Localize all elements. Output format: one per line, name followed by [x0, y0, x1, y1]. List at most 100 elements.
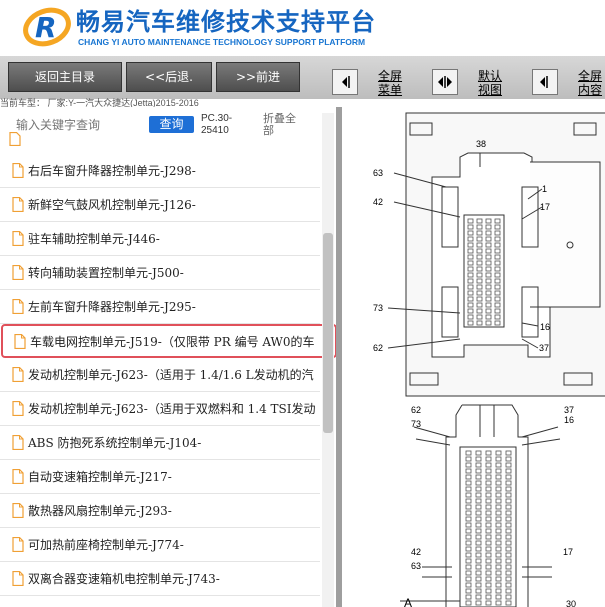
connector-pin	[505, 456, 512, 462]
connector-pin	[494, 266, 501, 272]
connector-pin	[476, 224, 483, 230]
list-item[interactable]: 发动机控制单元-J623-（适用于 1.4/1.6 L发动机的汽	[0, 358, 320, 392]
back-button[interactable]: <<后退.	[126, 62, 212, 92]
connector-pin	[485, 552, 492, 558]
connector-pin	[465, 450, 472, 456]
connector-pin	[494, 320, 501, 326]
connector-pin	[465, 468, 472, 474]
file-icon	[11, 468, 25, 488]
connector-pin	[475, 510, 482, 516]
connector-pin	[476, 260, 483, 266]
connector-pin	[505, 462, 512, 468]
scrollbar[interactable]	[322, 113, 334, 607]
label-42-lower: 42	[411, 547, 421, 557]
connector-pin	[485, 570, 492, 576]
list-item[interactable]: 发动机控制单元-J623-（适用于双燃料和 1.4 TSI发动	[0, 392, 320, 426]
connector-pin	[495, 564, 502, 570]
list-item[interactable]: 转向辅助装置控制单元-J500-	[0, 256, 320, 290]
list-item[interactable]: 可加热前座椅控制单元-J774-	[0, 528, 320, 562]
connector-pin	[485, 308, 492, 314]
list-item[interactable]: ABS 防抱死系统控制单元-J104-	[0, 426, 320, 460]
connector-pin	[465, 528, 472, 534]
connector-pin	[485, 450, 492, 456]
connector-pin	[467, 314, 474, 320]
connector-pin	[485, 492, 492, 498]
connector-pin	[494, 302, 501, 308]
connector-pin	[485, 278, 492, 284]
connector-pin	[495, 534, 502, 540]
connector-pin	[505, 540, 512, 546]
connector-pin	[485, 528, 492, 534]
connector-pin	[485, 522, 492, 528]
connector-pin	[485, 504, 492, 510]
connector-pin	[467, 218, 474, 224]
list-item-label: 右后车窗升降器控制单元-J298-	[28, 164, 196, 178]
connector-pin	[485, 546, 492, 552]
connector-pin	[505, 534, 512, 540]
label-17-lower: 17	[563, 547, 573, 557]
connector-pin	[485, 480, 492, 486]
connector-pin	[485, 290, 492, 296]
connector-pin	[485, 254, 492, 260]
connector-pin	[465, 534, 472, 540]
fullscreen-content-icon[interactable]	[532, 69, 558, 95]
fullscreen-menu-link[interactable]: 全屏 菜单	[378, 69, 403, 97]
list-item-label: 散热器风扇控制单元-J293-	[28, 504, 172, 518]
connector-pin	[475, 486, 482, 492]
label-37-lower: 37	[564, 405, 574, 415]
label-38: 38	[476, 139, 486, 149]
connector-pin	[465, 600, 472, 606]
connector-pin	[505, 552, 512, 558]
connector-pin	[505, 582, 512, 588]
svg-text:R: R	[35, 11, 57, 44]
fullscreen-content-link[interactable]: 全屏 内容	[578, 69, 603, 97]
list-item-label: 车载电网控制单元-J519-（仅限带 PR 编号 AW0的车	[30, 335, 315, 349]
label-62-lower: 62	[411, 405, 421, 415]
default-view-icon[interactable]	[432, 69, 458, 95]
forward-button[interactable]: >>前进	[216, 62, 300, 92]
list-item[interactable]: 左前车窗升降器控制单元-J295-	[0, 290, 320, 324]
connector-pin	[475, 540, 482, 546]
connector-pin	[494, 278, 501, 284]
connector-pin	[494, 224, 501, 230]
connector-pin	[485, 236, 492, 242]
home-button[interactable]: 返回主目录	[8, 62, 122, 92]
search-button[interactable]: 查询	[149, 116, 194, 133]
connector-pin	[505, 504, 512, 510]
connector-pin	[495, 576, 502, 582]
connector-pin	[475, 528, 482, 534]
collapse-all-link[interactable]: 折叠全 部	[263, 112, 296, 137]
list-item[interactable]: 驻车辅助控制单元-J446-	[0, 222, 320, 256]
list-item-label: 发动机控制单元-J623-（适用于双燃料和 1.4 TSI发动	[28, 402, 316, 416]
panel-divider[interactable]	[336, 107, 342, 607]
list-item[interactable]: 双离合器变速箱机电控制单元-J743-	[0, 562, 320, 596]
connector-pin	[467, 254, 474, 260]
list-item-selected[interactable]: 车载电网控制单元-J519-（仅限带 PR 编号 AW0的车	[1, 324, 337, 358]
connector-pin	[476, 320, 483, 326]
list-item[interactable]: 新鲜空气鼓风机控制单元-J126-	[0, 188, 320, 222]
fullscreen-menu-icon[interactable]	[332, 69, 358, 95]
connector-pin	[505, 564, 512, 570]
connector-pin	[465, 546, 472, 552]
connector-pin	[465, 492, 472, 498]
list-item[interactable]: 自动变速箱控制单元-J217-	[0, 460, 320, 494]
default-view-link[interactable]: 默认 视图	[478, 69, 503, 97]
connector-pin	[494, 230, 501, 236]
scrollbar-thumb[interactable]	[323, 233, 333, 433]
connector-pin	[485, 564, 492, 570]
connector-pin	[495, 456, 502, 462]
connector-pin	[467, 302, 474, 308]
search-input[interactable]	[14, 115, 148, 135]
connector-pin	[495, 480, 502, 486]
connector-pin	[465, 516, 472, 522]
connector-pin	[465, 474, 472, 480]
connector-pin	[495, 552, 502, 558]
connector-pin	[494, 218, 501, 224]
connector-pin	[476, 254, 483, 260]
list-item[interactable]: 右后车窗升降器控制单元-J298-	[0, 154, 320, 188]
connector-pin	[495, 528, 502, 534]
current-vehicle-info: 当前车型： 厂家:Y-一汽大众捷达(Jetta)2015-2016	[0, 98, 199, 108]
connector-pin	[505, 570, 512, 576]
list-item[interactable]: 散热器风扇控制单元-J293-	[0, 494, 320, 528]
connector-pin	[495, 474, 502, 480]
